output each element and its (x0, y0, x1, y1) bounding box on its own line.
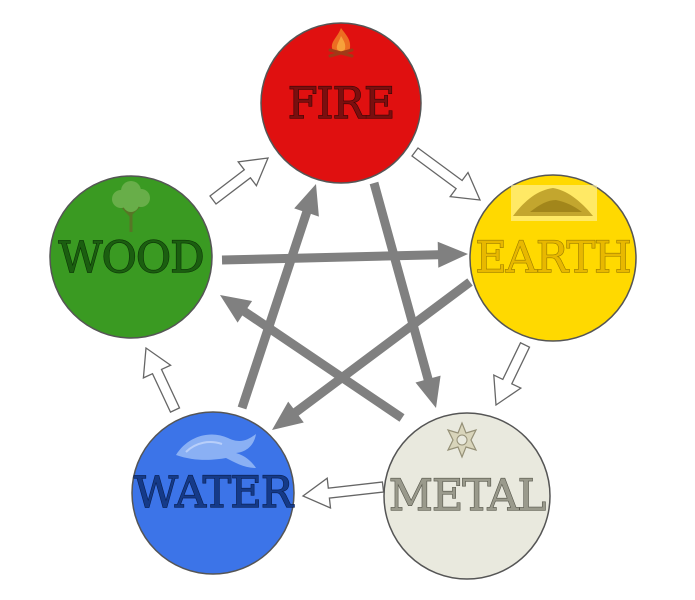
generating-arrow-metal-to-water (301, 477, 385, 510)
overcoming-arrow-earth-to-water (272, 278, 473, 430)
earth-label: EARTH (475, 233, 630, 283)
generating-arrow-earth-to-metal (493, 341, 531, 407)
generating-arrow-water-to-wood (142, 346, 181, 413)
metal-circle (383, 412, 551, 580)
element-fire: FIRE (260, 22, 422, 184)
generating-arrows (142, 147, 531, 510)
overcoming-arrows (220, 181, 473, 430)
water-wave-icon (176, 434, 256, 468)
generating-arrow-wood-to-fire (209, 157, 270, 205)
fire-label: FIRE (288, 79, 395, 129)
fire-circle (260, 22, 422, 184)
element-water: WATER (131, 411, 296, 575)
overcoming-arrow-wood-to-earth (221, 241, 468, 268)
fire-icon (328, 28, 354, 58)
element-wood: WOOD (49, 175, 213, 339)
metal-star-icon (446, 421, 478, 459)
water-label: WATER (134, 468, 295, 518)
wood-label: WOOD (58, 233, 203, 283)
element-earth: EARTH (469, 174, 637, 342)
overcoming-arrow-water-to-fire (237, 184, 319, 410)
generating-arrow-fire-to-earth (411, 147, 482, 201)
overcoming-arrow-fire-to-metal (369, 181, 441, 408)
element-metal: METAL (383, 412, 551, 580)
metal-label: METAL (389, 471, 546, 521)
water-circle (131, 411, 295, 575)
tree-icon (112, 181, 150, 232)
wood-circle (49, 175, 213, 339)
earth-mound-icon (511, 185, 597, 221)
